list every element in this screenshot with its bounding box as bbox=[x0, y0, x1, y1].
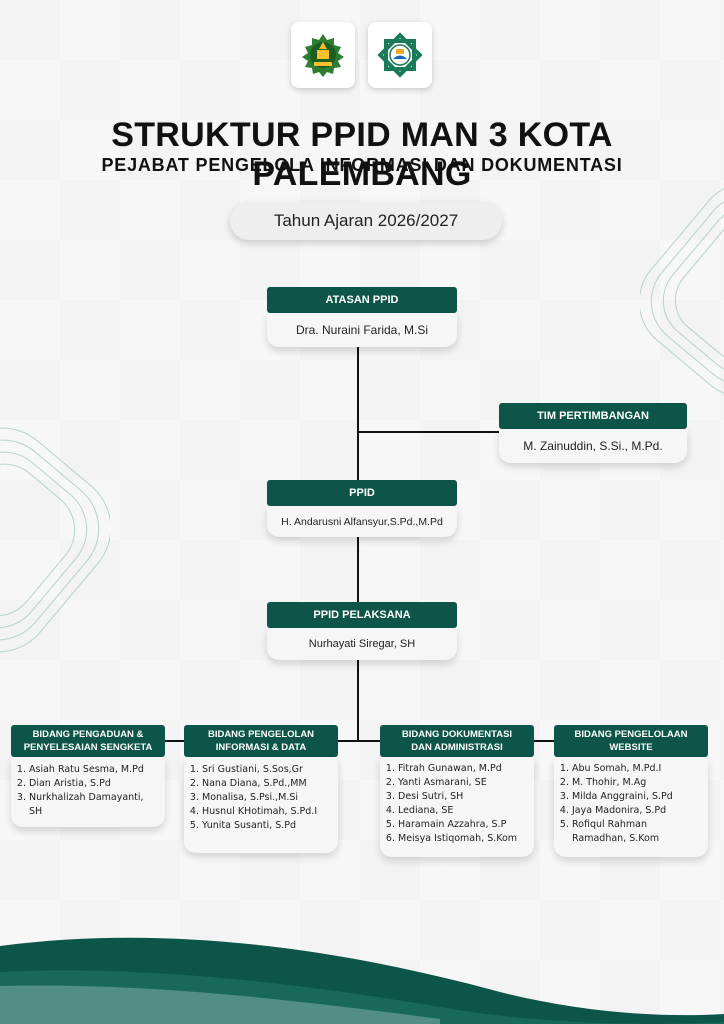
member-item: Milda Anggraini, S.Pd bbox=[572, 790, 700, 804]
node-ppid-title: PPID bbox=[267, 480, 457, 506]
member-item: Meisya Istiqomah, S.Kom bbox=[398, 832, 526, 846]
node-atasan-ppid: ATASAN PPID Dra. Nuraini Farida, M.Si bbox=[267, 287, 457, 347]
member-item: Yunita Susanti, S.Pd bbox=[202, 819, 330, 833]
page-title: STRUKTUR PPID MAN 3 KOTA PALEMBANG bbox=[111, 116, 613, 193]
member-item: Dian Aristia, S.Pd bbox=[29, 777, 157, 791]
member-item: Lediana, SE bbox=[398, 804, 526, 818]
node-pelaksana-name: Nurhayati Siregar, SH bbox=[267, 628, 457, 660]
kemenag-logo-icon bbox=[302, 34, 344, 77]
madrasah-logo-icon bbox=[377, 32, 423, 78]
connector-tim-branch bbox=[357, 431, 501, 433]
member-item: Yanti Asmarani, SE bbox=[398, 776, 526, 790]
bidang-pengaduan: BIDANG PENGADUAN &PENYELESAIAN SENGKETA … bbox=[11, 725, 165, 827]
member-item: Husnul KHotimah, S.Pd.I bbox=[202, 805, 330, 819]
page-subtitle: PEJABAT PENGELOLA INFORMASI DAN DOKUMENT… bbox=[101, 155, 623, 175]
node-tim-name: M. Zainuddin, S.Si., M.Pd. bbox=[499, 429, 687, 463]
node-pelaksana-title: PPID PELAKSANA bbox=[267, 602, 457, 628]
bidang-pengaduan-title: BIDANG PENGADUAN &PENYELESAIAN SENGKETA bbox=[11, 725, 165, 757]
member-item: Asiah Ratu Sesma, M.Pd bbox=[29, 763, 157, 777]
member-item: Haramain Azzahra, S.P bbox=[398, 818, 526, 832]
madrasah-logo-box bbox=[368, 22, 432, 88]
node-atasan-name: Dra. Nuraini Farida, M.Si bbox=[267, 313, 457, 347]
member-item: Monalisa, S.Psi.,M.Si bbox=[202, 791, 330, 805]
member-item: Sri Gustiani, S.Sos,Gr bbox=[202, 763, 330, 777]
member-item: M. Thohir, M.Ag bbox=[572, 776, 700, 790]
connector-bidang-horizontal bbox=[150, 740, 570, 742]
member-item: Desi Sutri, SH bbox=[398, 790, 526, 804]
node-tim-pertimbangan: TIM PERTIMBANGAN M. Zainuddin, S.Si., M.… bbox=[499, 403, 687, 463]
decor-right-top bbox=[640, 182, 724, 398]
member-item: Rofiqul Rahman Ramadhan, S.Kom bbox=[572, 818, 700, 846]
member-item: Jaya Madonira, S.Pd bbox=[572, 804, 700, 818]
bidang-website-members: Abu Somah, M.Pd.I M. Thohir, M.Ag Milda … bbox=[554, 757, 708, 857]
member-item: Fitrah Gunawan, M.Pd bbox=[398, 762, 526, 776]
member-item: Nana Diana, S.Pd.,MM bbox=[202, 777, 330, 791]
decor-left-mid bbox=[0, 427, 110, 653]
connector-pelaksana-bidang bbox=[357, 660, 359, 741]
bidang-dokumentasi-members: Fitrah Gunawan, M.Pd Yanti Asmarani, SE … bbox=[380, 757, 534, 857]
node-atasan-title: ATASAN PPID bbox=[267, 287, 457, 313]
member-item: Abu Somah, M.Pd.I bbox=[572, 762, 700, 776]
bottom-wave bbox=[0, 937, 724, 1024]
connector-ppid-pelaksana bbox=[357, 537, 359, 603]
node-tim-title: TIM PERTIMBANGAN bbox=[499, 403, 687, 429]
bidang-pengaduan-members: Asiah Ratu Sesma, M.Pd Dian Aristia, S.P… bbox=[11, 757, 165, 827]
node-ppid: PPID H. Andarusni Alfansyur,S.Pd.,M.Pd bbox=[267, 480, 457, 537]
node-ppid-pelaksana: PPID PELAKSANA Nurhayati Siregar, SH bbox=[267, 602, 457, 660]
academic-year-pill: Tahun Ajaran 2026/2027 bbox=[230, 202, 502, 240]
member-item: Nurkhalizah Damayanti, SH bbox=[29, 791, 157, 819]
kemenag-logo-box bbox=[291, 22, 355, 88]
connector-atasan-ppid bbox=[357, 346, 359, 482]
node-ppid-name: H. Andarusni Alfansyur,S.Pd.,M.Pd bbox=[267, 506, 457, 537]
bidang-informasi-members: Sri Gustiani, S.Sos,Gr Nana Diana, S.Pd.… bbox=[184, 757, 338, 853]
